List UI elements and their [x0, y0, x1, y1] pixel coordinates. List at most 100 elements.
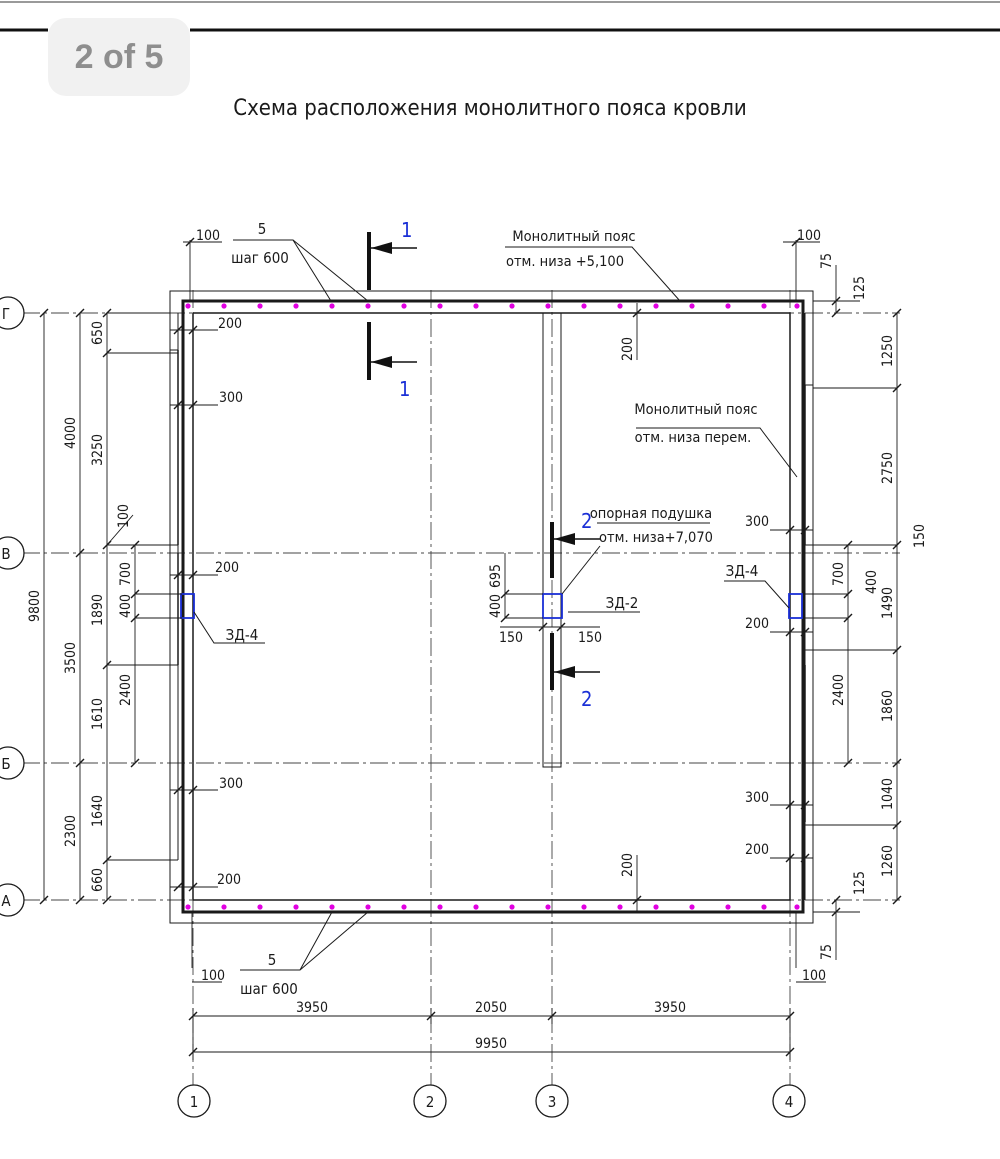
- dim-mid-200-bot: 200: [620, 853, 636, 877]
- embedded-part-zd2: [542, 593, 563, 619]
- belt-variable-label: Монолитный пояс: [634, 402, 757, 418]
- rebar-dots-top: [185, 303, 800, 309]
- dim-r1-1490: 1490: [880, 587, 896, 619]
- section-number-1-bottom: 1: [399, 377, 410, 401]
- dim-l3-9800: 9800: [27, 590, 43, 622]
- dim-r0-700: 700: [831, 562, 847, 586]
- dim-left-200-mid: 200: [215, 560, 239, 576]
- dim-r1-1040: 1040: [880, 778, 896, 810]
- section-number-1-top: 1: [401, 218, 412, 242]
- dim-bottom-3950-b: 3950: [654, 1000, 686, 1016]
- embed-zd2-label: ЗД-2: [606, 594, 639, 612]
- dimension-texts-vertical: 650 3250 1890 1610 1640 660 100 700 400 …: [27, 253, 928, 960]
- dim-right-200-bot: 200: [745, 842, 769, 858]
- dim-top-100-right: 100: [797, 228, 821, 244]
- dim-l0-400: 400: [118, 594, 134, 618]
- bar-step-top: шаг 600: [231, 249, 289, 267]
- section-mark-1: [367, 232, 417, 380]
- axis-label-b: Б: [1, 755, 10, 773]
- axis-label-v: В: [1, 545, 10, 563]
- embed-zd4-right-label: ЗД-4: [726, 562, 759, 580]
- dim-l1-1610: 1610: [90, 698, 106, 730]
- dim-top-125: 125: [852, 276, 868, 300]
- dim-col-150-left: 150: [499, 630, 523, 646]
- axis-label-a: А: [1, 892, 11, 910]
- embedded-part-zd4-right: [788, 593, 803, 619]
- dim-l1-660: 660: [90, 868, 106, 892]
- axis-bubble-v: [0, 536, 25, 570]
- wall-outline: [169, 290, 814, 924]
- dim-mid-200-top: 200: [620, 337, 636, 361]
- belt-top-elevation: отм. низа +5,100: [506, 254, 624, 270]
- row-axis-bubbles: [0, 296, 25, 917]
- page-indicator: 2 of 5: [48, 18, 190, 96]
- support-pad-label: опорная подушка: [590, 506, 712, 522]
- bar-count-bottom: 5: [268, 951, 277, 969]
- belt-inner-edge: [177, 312, 806, 901]
- dim-left-200-top: 200: [218, 316, 242, 332]
- dim-l1-650: 650: [90, 321, 106, 345]
- dim-right-300-bot: 300: [745, 790, 769, 806]
- support-pad-elevation: отм. низа+7,070: [599, 530, 713, 546]
- dim-l1-1640: 1640: [90, 795, 106, 827]
- dim-bottom-2050: 2050: [475, 1000, 507, 1016]
- axis-bubble-b: [0, 746, 25, 780]
- dimension-texts-horizontal: 100 100 200 300 200 300 200 300 200 300 …: [196, 228, 826, 1052]
- dim-bottom-75: 75: [819, 944, 835, 960]
- dim-r1-1250: 1250: [880, 335, 896, 367]
- axis-bubble-4: [772, 1084, 806, 1118]
- dim-bottom-100-right: 100: [802, 968, 826, 984]
- dim-l2-3500: 3500: [63, 642, 79, 674]
- dimension-ticks: [39, 237, 902, 1057]
- monolithic-belt: [181, 299, 805, 914]
- axis-bubble-2: [413, 1084, 447, 1118]
- dim-bottom-3950-a: 3950: [296, 1000, 328, 1016]
- axis-bubble-1: [177, 1084, 211, 1118]
- leader-lines: [193, 239, 798, 971]
- dim-r1-150: 150: [912, 524, 928, 548]
- axis-label-2: 2: [426, 1093, 435, 1111]
- dim-col-400: 400: [488, 594, 504, 618]
- drawing-title: Схема расположения монолитного пояса кро…: [233, 96, 746, 121]
- dim-bottom-9950: 9950: [475, 1036, 507, 1052]
- dim-l2-4000: 4000: [63, 417, 79, 449]
- dim-r1-2750: 2750: [880, 452, 896, 484]
- dim-col-150-right: 150: [578, 630, 602, 646]
- axis-label-1: 1: [190, 1093, 199, 1111]
- belt-variable-elevation: отм. низа перем.: [635, 430, 752, 446]
- dim-top-100-left: 100: [196, 228, 220, 244]
- axis-lines: [22, 290, 900, 1085]
- dim-l1-3250: 3250: [90, 434, 106, 466]
- dim-r1-1860: 1860: [880, 690, 896, 722]
- dim-top-75: 75: [819, 253, 835, 269]
- dimension-lines: [43, 240, 898, 1060]
- dim-r0-400: 400: [864, 570, 880, 594]
- axis-bubble-a: [0, 883, 25, 917]
- dim-bottom-125: 125: [852, 871, 868, 895]
- dim-left-200-bot: 200: [217, 872, 241, 888]
- dim-left-300-top: 300: [219, 390, 243, 406]
- dim-right-300-top: 300: [745, 514, 769, 530]
- column-axis-bubbles: [177, 1084, 806, 1118]
- axis-label-3: 3: [548, 1093, 557, 1111]
- belt-top-label: Монолитный пояс: [512, 229, 635, 245]
- embed-zd4-left-label: ЗД-4: [226, 626, 259, 644]
- axis-label-4: 4: [785, 1093, 794, 1111]
- dim-right-200-mid: 200: [745, 616, 769, 632]
- dim-l0-700: 700: [118, 562, 134, 586]
- bar-step-bottom: шаг 600: [240, 980, 298, 998]
- dim-r0-2400: 2400: [831, 674, 847, 706]
- dim-l2-2300: 2300: [63, 815, 79, 847]
- section-number-2-bottom: 2: [581, 687, 592, 711]
- dim-r1-1260: 1260: [880, 845, 896, 877]
- axis-label-g: Г: [2, 305, 10, 323]
- dim-bottom-100-left: 100: [201, 968, 225, 984]
- dim-l1-1890: 1890: [90, 594, 106, 626]
- embedded-part-zd4-left: [180, 593, 195, 619]
- section-number-2-top: 2: [581, 509, 592, 533]
- dim-l1-100: 100: [116, 504, 132, 528]
- bar-count-top: 5: [258, 220, 267, 238]
- axis-bubble-3: [535, 1084, 569, 1118]
- axis-bubble-g: [0, 296, 25, 330]
